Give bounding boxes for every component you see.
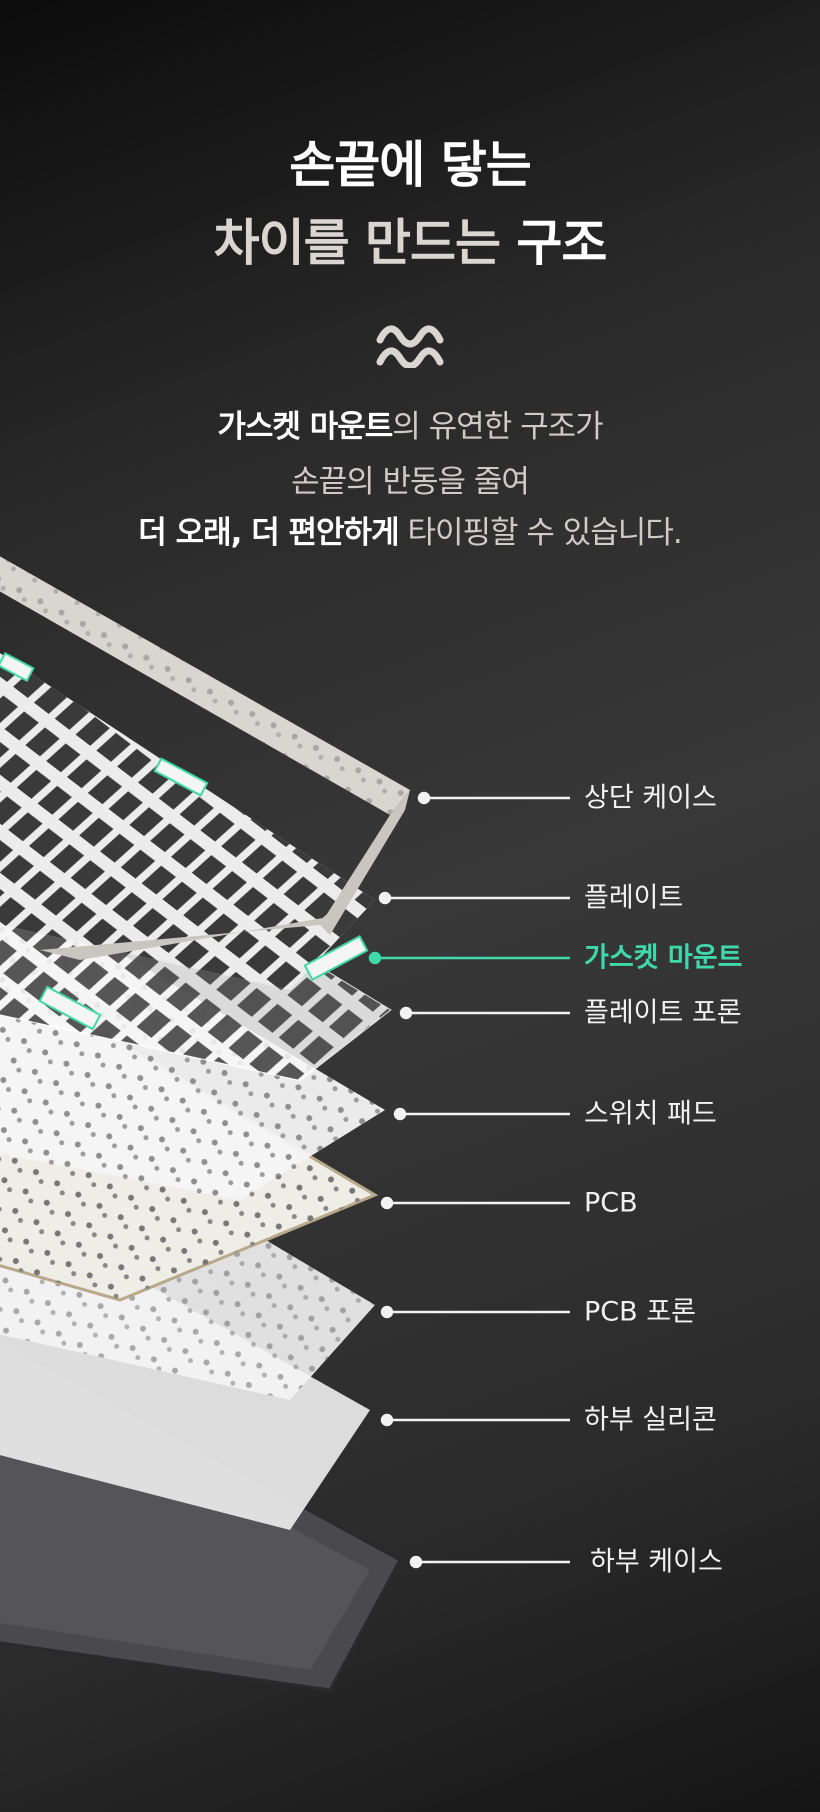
- label-plate-foam: 플레이트 포론: [584, 997, 742, 1029]
- label-plate: 플레이트: [584, 882, 684, 914]
- description-emphasis: 가스켓 마운트: [217, 409, 393, 445]
- headline-line2: 차이를 만드는 구조: [0, 218, 820, 268]
- layer-plate: [0, 653, 375, 990]
- label-pcb: PCB: [584, 1187, 638, 1219]
- wave-icon: [376, 325, 444, 368]
- label-pcb-foam: PCB 포론: [584, 1296, 696, 1328]
- label-bottom-silicone: 하부 실리콘: [584, 1404, 717, 1436]
- label-bottom-case: 하부 케이스: [590, 1546, 723, 1578]
- label-top-case: 상단 케이스: [584, 782, 717, 814]
- description-line3: 더 오래, 더 편안하게 타이핑할 수 있습니다.: [0, 518, 820, 549]
- description-line2: 손끝의 반동을 줄여: [291, 464, 530, 500]
- headline-light: 차이를 만드는: [213, 214, 501, 272]
- description-emphasis: 더 오래, 더 편안하게: [138, 515, 399, 551]
- gasket-mount-pieces: [0, 651, 369, 1031]
- label-gasket-mount: 가스켓 마운트: [584, 942, 743, 974]
- label-switch-pad: 스위치 패드: [584, 1098, 717, 1130]
- description-text: 타이핑할 수 있습니다.: [398, 515, 682, 551]
- description-text: 의 유연한 구조가: [392, 409, 603, 445]
- description-line1: 가스켓 마운트의 유연한 구조가: [0, 412, 820, 443]
- leader-lines: [368, 791, 570, 1569]
- headline-bold: 구조: [516, 214, 607, 272]
- headline-line1: 손끝에 닿는: [289, 136, 531, 194]
- layer-top-case: [0, 556, 410, 960]
